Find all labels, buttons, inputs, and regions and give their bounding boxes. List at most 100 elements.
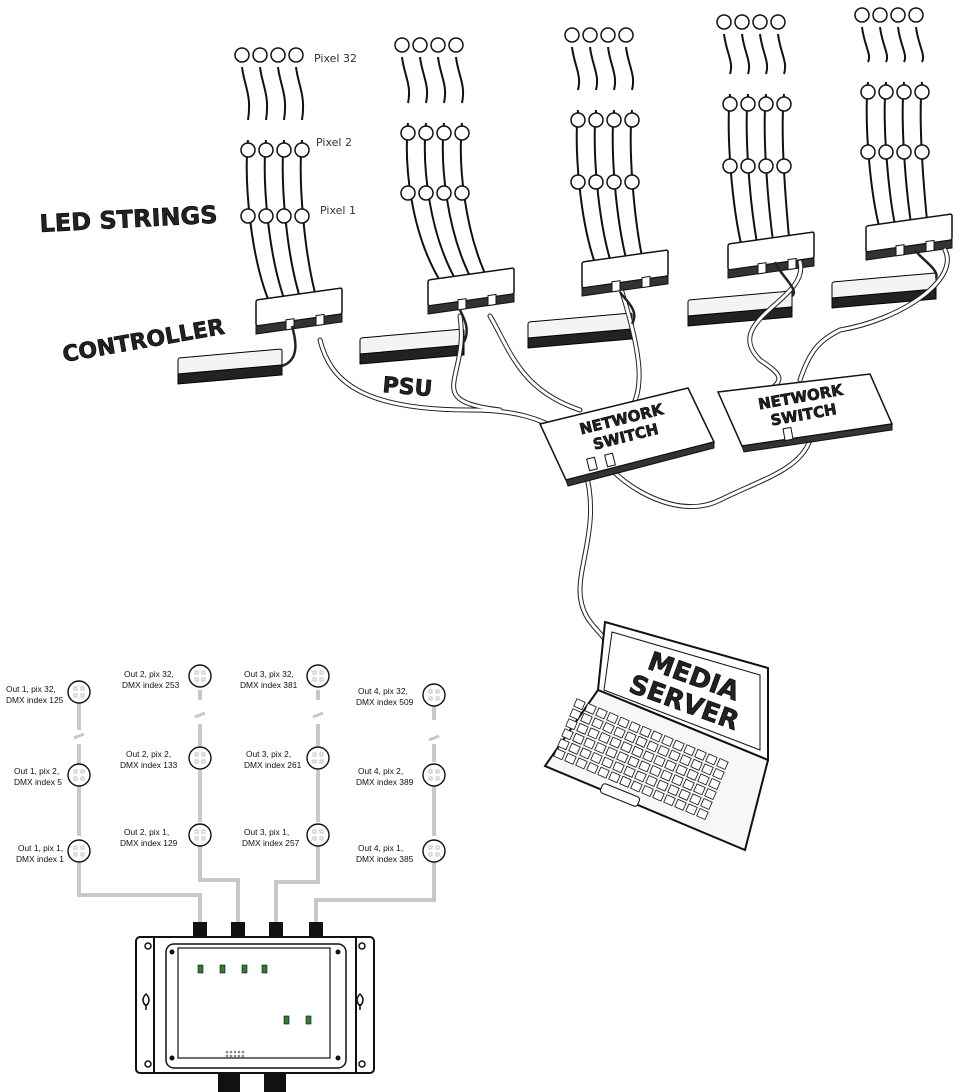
- psu-5: [832, 273, 936, 308]
- pixel-node: [259, 209, 273, 223]
- out4-pix2-line1: Out 4, pix 2,: [358, 766, 403, 776]
- pixel-node: [395, 38, 409, 52]
- controller-2: [428, 268, 514, 314]
- pixel-node: [607, 175, 621, 189]
- ethernet-port: [896, 245, 904, 256]
- ethernet-port: [926, 240, 934, 251]
- output-pixel-9: [307, 824, 329, 846]
- psu-4: [688, 291, 792, 326]
- output-pixel-12: [423, 840, 445, 862]
- string-wire: [742, 34, 758, 248]
- output-pixel-5: [189, 747, 211, 769]
- output-pixel-4: [189, 665, 211, 687]
- ethernet-port: [316, 314, 324, 325]
- string-wire: [402, 57, 442, 284]
- pixel-node: [915, 85, 929, 99]
- out2-pix32-line1: Out 2, pix 32,: [124, 669, 174, 679]
- pixel-node: [271, 48, 285, 62]
- pixel-ring: [189, 747, 211, 769]
- pixel-ring: [423, 684, 445, 706]
- out1-pix2-line2: DMX index 5: [14, 777, 62, 787]
- pixel-node: [565, 28, 579, 42]
- pixel-node: [437, 126, 451, 140]
- ethernet-port: [758, 263, 766, 274]
- string-wire: [898, 27, 912, 230]
- pixel-node: [915, 145, 929, 159]
- psu-1: [178, 349, 282, 384]
- pixel-node: [741, 159, 755, 173]
- string-wire: [278, 67, 302, 304]
- pixel-node: [897, 145, 911, 159]
- pixel-node: [401, 186, 415, 200]
- pixel-node: [241, 209, 255, 223]
- ethernet-port: [612, 281, 620, 292]
- pixel-node: [449, 38, 463, 52]
- pixel-ring: [423, 840, 445, 862]
- pixel-node: [753, 15, 767, 29]
- out3-pix32-line2: DMX index 381: [240, 680, 298, 690]
- output-pixel-11: [423, 764, 445, 786]
- output-pixel-10: [423, 684, 445, 706]
- pixel-node: [759, 97, 773, 111]
- pixel-ring: [189, 665, 211, 687]
- led-string-group-1: [235, 48, 318, 304]
- network-switch-2: NETWORK SWITCH: [718, 374, 892, 452]
- pixel-node: [437, 186, 451, 200]
- pixel-node: [861, 85, 875, 99]
- label-pixel-32: Pixel 32: [314, 52, 357, 65]
- output-pixel-3: [68, 840, 90, 862]
- controller-5: [866, 214, 952, 260]
- pixel-node: [419, 186, 433, 200]
- pixel-node: [909, 8, 923, 22]
- out4-pix32-line1: Out 4, pix 32,: [358, 686, 408, 696]
- psu-2: [360, 329, 464, 364]
- pixel-ring: [68, 681, 90, 703]
- out3-pix32-line1: Out 3, pix 32,: [244, 669, 294, 679]
- pixel-node: [277, 143, 291, 157]
- pixel-node: [295, 143, 309, 157]
- psu-3: [528, 313, 632, 348]
- string-wire: [572, 47, 596, 266]
- pixel-node: [741, 97, 755, 111]
- label-pixel-1: Pixel 1: [320, 204, 356, 217]
- pixel-node: [431, 38, 445, 52]
- string-wire: [296, 67, 318, 304]
- pixel-ring: [307, 665, 329, 687]
- pixel-node: [625, 113, 639, 127]
- out2-pix2-line2: DMX index 133: [120, 760, 178, 770]
- pixel-node: [289, 48, 303, 62]
- string-wire: [456, 57, 490, 284]
- controller-enclosure: [136, 922, 374, 1092]
- controller-3: [582, 250, 668, 296]
- out4-pix2-line2: DMX index 389: [356, 777, 414, 787]
- pixel-node: [601, 28, 615, 42]
- pixel-node: [879, 145, 893, 159]
- pixel-node: [455, 186, 469, 200]
- led-string-group-4: [717, 15, 791, 248]
- pixel-node: [589, 175, 603, 189]
- led-string-group-5: [855, 8, 929, 230]
- pixel-node: [241, 143, 255, 157]
- string-wire: [626, 47, 644, 266]
- pixel-node: [723, 159, 737, 173]
- output-pixel-1: [68, 681, 90, 703]
- pixel-node: [259, 143, 273, 157]
- ethernet-port: [642, 276, 650, 287]
- out1-pix32-line2: DMX index 125: [6, 695, 64, 705]
- pixel-node: [455, 126, 469, 140]
- label-pixel-2: Pixel 2: [316, 136, 352, 149]
- pixel-node: [253, 48, 267, 62]
- pixel-node: [891, 8, 905, 22]
- pixel-ring: [307, 824, 329, 846]
- pixel-node: [771, 15, 785, 29]
- string-wire: [880, 27, 896, 230]
- string-wire: [724, 34, 742, 248]
- key: [574, 699, 585, 710]
- pixel-node: [873, 8, 887, 22]
- cable-break-marks: [74, 713, 439, 740]
- out3-pix2-line2: DMX index 261: [244, 760, 302, 770]
- pixel-node: [419, 126, 433, 140]
- pixel-node: [625, 175, 639, 189]
- pixel-node: [897, 85, 911, 99]
